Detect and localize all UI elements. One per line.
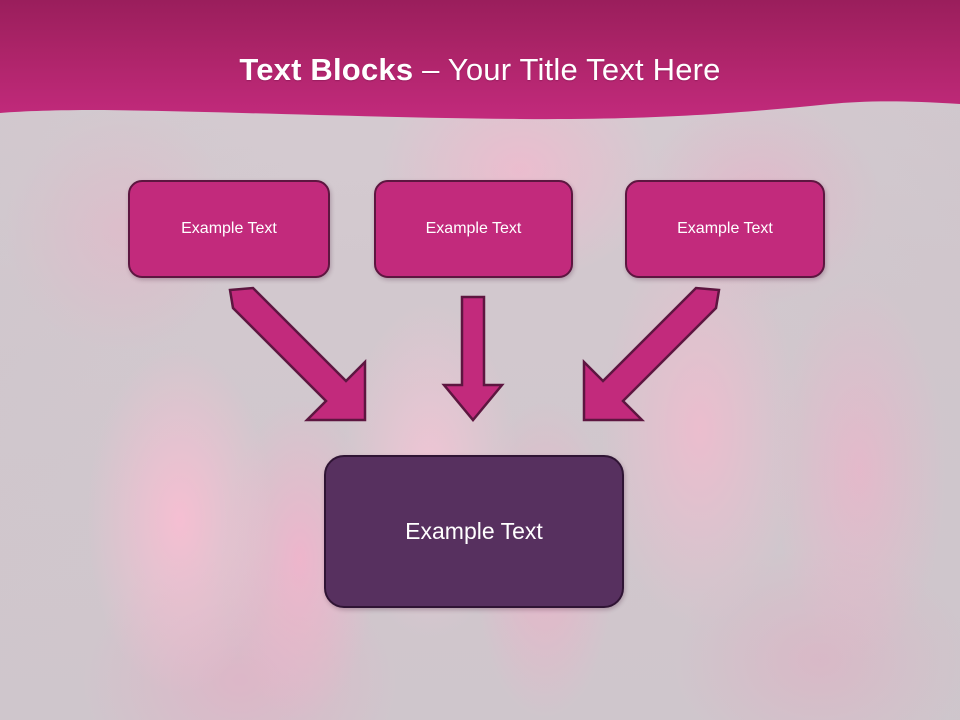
title-light-part: Your Title Text Here <box>447 52 721 87</box>
text-block-1-label: Example Text <box>181 220 277 237</box>
text-block-result[interactable]: Example Text <box>324 455 624 608</box>
text-block-result-label: Example Text <box>405 518 543 544</box>
text-block-1[interactable]: Example Text <box>128 180 330 278</box>
page-title: Text Blocks – Your Title Text Here <box>0 50 960 90</box>
text-block-3[interactable]: Example Text <box>625 180 825 278</box>
header-band <box>0 0 960 130</box>
text-block-3-label: Example Text <box>677 220 773 237</box>
text-block-2-label: Example Text <box>425 220 522 237</box>
title-dash: – <box>413 52 448 87</box>
text-block-2[interactable]: Example Text <box>374 180 573 278</box>
title-bold-part: Text Blocks <box>239 52 414 87</box>
